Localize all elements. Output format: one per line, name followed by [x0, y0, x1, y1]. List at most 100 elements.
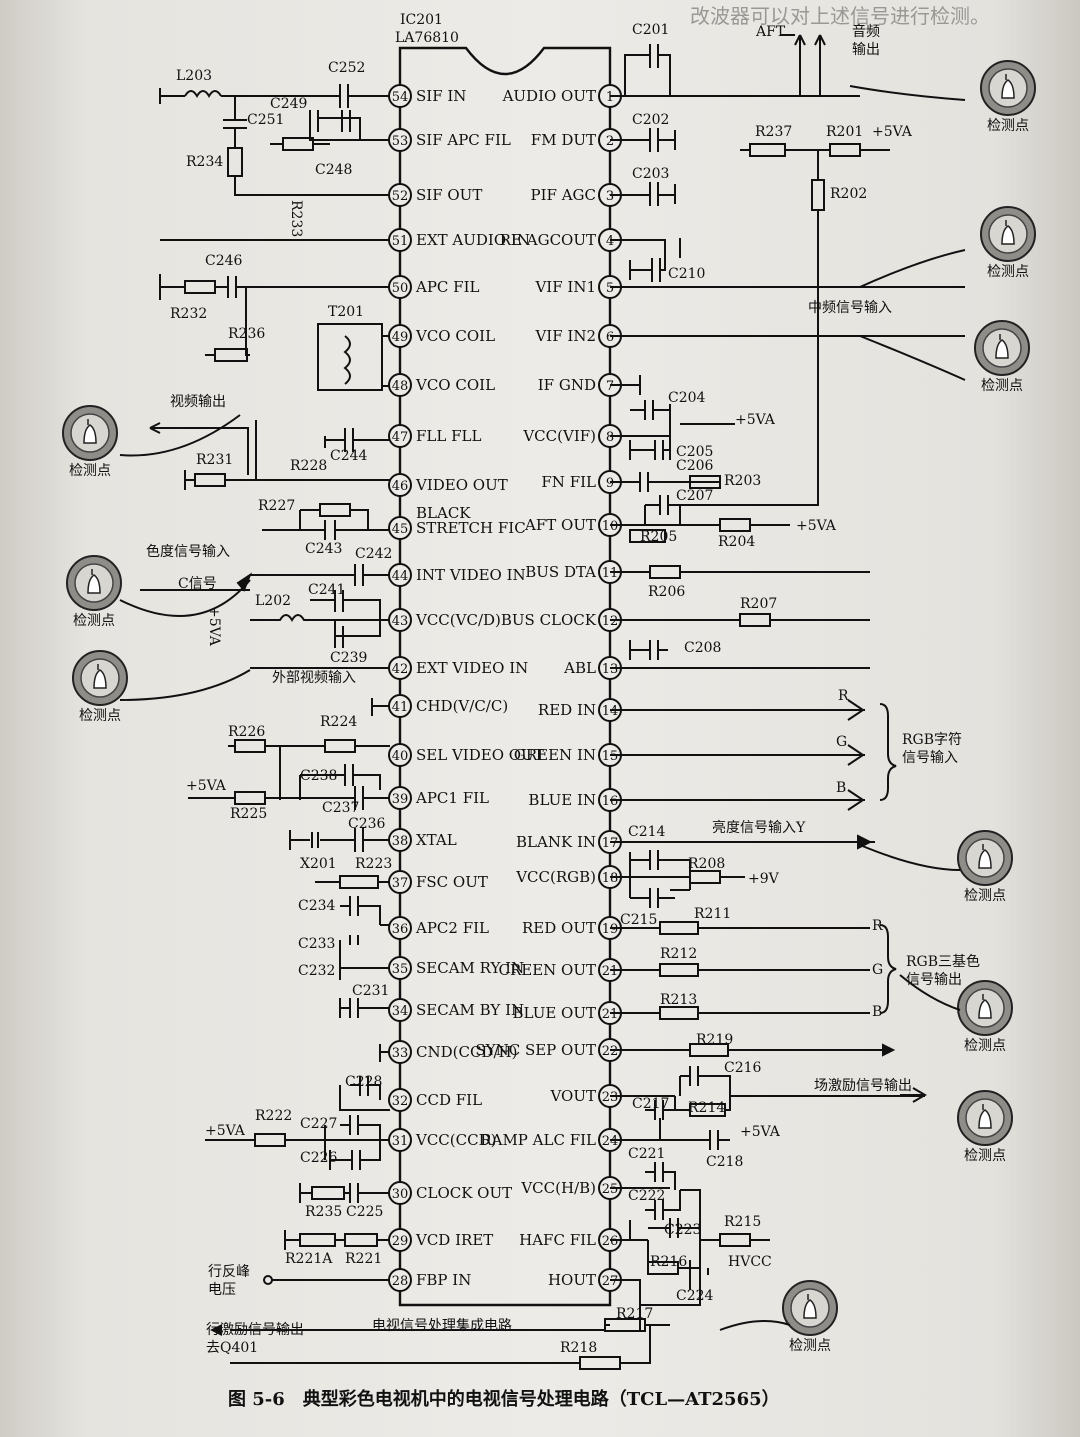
label-c252: C252	[328, 60, 365, 76]
pin-number: 26	[602, 1234, 619, 1249]
supply-hvcc: HVCC	[728, 1254, 772, 1270]
label-c214: C214	[628, 824, 666, 840]
label-c216: C216	[724, 1060, 762, 1076]
label-c224: C224	[676, 1288, 714, 1304]
pin-number: 10	[602, 519, 619, 534]
pin-name: VIF IN1	[534, 278, 596, 296]
pin-number: 51	[392, 234, 409, 249]
signal-flyback-line2: 电压	[208, 1282, 236, 1298]
label-r221: R221	[345, 1251, 382, 1267]
pin-name: APC2 FIL	[415, 919, 489, 937]
pin-number: 37	[392, 876, 409, 891]
pin-number: 14	[602, 704, 619, 719]
label-c232: C232	[298, 963, 335, 979]
label-r211: R211	[694, 906, 731, 922]
label-r235: R235	[305, 1204, 342, 1220]
pin-number: 33	[392, 1046, 409, 1061]
pin-name: APC FIL	[415, 278, 480, 296]
pin-name: STRETCH FIC	[416, 519, 526, 537]
signal-arrows	[119, 85, 966, 1331]
label-r237: R237	[755, 124, 792, 140]
pin-name: GREEN IN	[514, 746, 596, 764]
supply-vcc5-c218: +5VA	[740, 1124, 781, 1140]
label-r203: R203	[724, 473, 761, 489]
pin-name: SIF APC FIL	[416, 131, 511, 149]
label-c218: C218	[706, 1154, 743, 1170]
pin-name: FLL FLL	[416, 427, 481, 445]
pin-name: VCC(RGB)	[515, 868, 596, 886]
pin-name: VCD IRET	[415, 1231, 493, 1249]
label-c215: C215	[620, 912, 657, 928]
pin-name: RE AGCOUT	[500, 231, 596, 249]
label-c234: C234	[298, 898, 336, 914]
signal-g-1: G	[836, 734, 847, 750]
pin-number: 39	[392, 792, 409, 807]
label-l203: L203	[176, 68, 212, 84]
label-r208: R208	[688, 856, 725, 872]
label-l202: L202	[255, 593, 291, 609]
pin-number: 35	[392, 962, 409, 977]
pin-name: ABL	[563, 659, 596, 677]
signal-if-input: 中频信号输入	[808, 300, 892, 316]
label-c207: C207	[676, 488, 713, 504]
pin-name: RAMP ALC FIL	[480, 1131, 596, 1149]
figure-caption: 图 5-6 典型彩色电视机中的电视信号处理电路（TCL—AT2565）	[228, 1389, 780, 1410]
test-point-label: 检测点	[73, 613, 115, 629]
label-c233: C233	[298, 936, 335, 952]
pin-name: EXT AUDIO IN	[416, 231, 530, 249]
test-point-4: 检测点	[62, 405, 118, 479]
pin-name: FN FIL	[541, 473, 596, 491]
label-r231: R231	[196, 452, 233, 468]
pin-number: 31	[392, 1134, 409, 1149]
label-c244: C244	[330, 448, 368, 464]
pin-right-2: 2FM DUT	[531, 128, 622, 152]
pin-number: 49	[392, 330, 409, 345]
label-r221a: R221A	[285, 1251, 333, 1267]
label-r227: R227	[258, 498, 295, 514]
pin-number: 6	[606, 330, 614, 345]
label-c241: C241	[308, 582, 345, 598]
pin-number: 16	[602, 794, 619, 809]
pin-name: PIF AGC	[531, 186, 597, 204]
pin-number: 21	[602, 964, 619, 979]
label-t201: T201	[328, 304, 364, 320]
pin-name: BLUE OUT	[513, 1004, 596, 1022]
pin-number: 19	[602, 922, 619, 937]
test-point-label: 检测点	[69, 463, 111, 479]
header-faint: 改波器可以对上述信号进行检测。	[690, 4, 990, 28]
pin-number: 2	[606, 134, 614, 149]
label-c217: C217	[632, 1096, 669, 1112]
pin-name: APC1 FIL	[415, 789, 489, 807]
pin-number: 52	[392, 189, 409, 204]
pin-right-4: 4RE AGCOUT	[500, 228, 622, 252]
test-point-7: 检测点	[957, 830, 1013, 904]
label-r213: R213	[660, 992, 697, 1008]
label-r217: R217	[616, 1306, 653, 1322]
test-point-label: 检测点	[987, 264, 1029, 280]
pin-name: HOUT	[548, 1271, 596, 1289]
supply-vcc9: +9V	[748, 871, 780, 887]
pin-number: 15	[602, 749, 619, 764]
signal-rgb-char-line1: RGB字符	[902, 732, 962, 748]
label-c251: C251	[247, 112, 284, 128]
signal-rgb-out-line1: RGB三基色	[906, 953, 980, 970]
pin-number: 45	[392, 522, 409, 537]
pin-number: 3	[606, 189, 614, 204]
ic-part: LA76810	[395, 30, 459, 46]
pin-name: VOUT	[549, 1087, 596, 1105]
right-wiring	[210, 34, 965, 1370]
